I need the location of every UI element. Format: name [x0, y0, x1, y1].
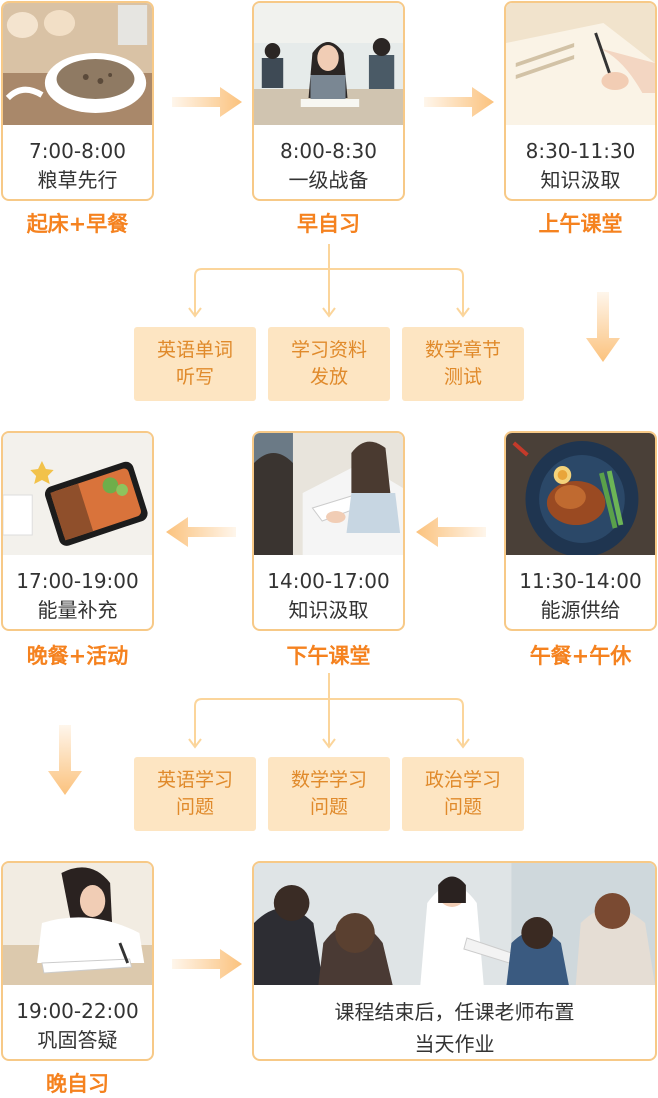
right-arrow-icon	[424, 87, 494, 117]
task-text: 问题	[309, 796, 348, 818]
activity-label: 起床+早餐	[26, 212, 129, 236]
activity-description: 粮草先行	[37, 168, 118, 192]
task-box: 政治学习 问题	[402, 757, 524, 831]
task-text: 学习资料	[290, 339, 367, 361]
time-range: 8:30-11:30	[525, 139, 636, 163]
activity-label: 晚自习	[46, 1072, 109, 1096]
task-text: 英语学习	[156, 769, 233, 791]
activity-description: 巩固答疑	[37, 1028, 118, 1052]
task-box: 英语学习 问题	[134, 757, 256, 831]
task-text: 测试	[443, 366, 482, 388]
right-arrow-icon	[172, 87, 242, 117]
task-text: 英语单词	[156, 339, 233, 361]
homework-summary-card: 课程结束后，任课老师布置 当天作业	[252, 861, 657, 1061]
down-arrow-icon	[48, 725, 82, 795]
left-arrow-icon	[416, 517, 486, 547]
schedule-card-morning-class: 8:30-11:30 知识汲取	[504, 1, 657, 201]
lunch-plate-photo	[506, 433, 655, 555]
time-range: 7:00-8:00	[28, 139, 127, 163]
activity-description: 知识汲取	[540, 168, 621, 192]
activity-label: 午餐+午休	[529, 644, 632, 668]
task-box: 英语单词 听写	[134, 327, 256, 401]
right-arrow-icon	[172, 949, 242, 979]
task-text: 听写	[175, 366, 214, 388]
activity-description: 能量补充	[37, 598, 118, 622]
task-box: 学习资料 发放	[268, 327, 390, 401]
time-range: 11:30-14:00	[519, 569, 642, 593]
evening-study-photo	[3, 863, 152, 985]
task-box: 数学章节 测试	[402, 327, 524, 401]
down-arrow-icon	[586, 292, 620, 362]
activity-label: 上午课堂	[538, 212, 623, 236]
students-studying-photo	[254, 433, 403, 555]
time-range: 8:00-8:30	[279, 139, 378, 163]
task-text: 数学章节	[424, 339, 501, 361]
schedule-card-lunch: 11:30-14:00 能源供给	[504, 431, 657, 631]
schedule-card-afternoon-class: 14:00-17:00 知识汲取	[252, 431, 405, 631]
time-range: 19:00-22:00	[16, 999, 139, 1023]
schedule-card-evening-self-study: 19:00-22:00 巩固答疑	[1, 861, 154, 1061]
schedule-card-dinner: 17:00-19:00 能量补充	[1, 431, 154, 631]
task-text: 问题	[175, 796, 214, 818]
activity-label: 下午课堂	[286, 644, 371, 668]
dinner-box-photo	[3, 433, 152, 555]
writing-notes-photo	[506, 3, 655, 125]
activity-label: 早自习	[297, 212, 360, 236]
classroom-study-photo	[254, 3, 403, 125]
task-text: 问题	[443, 796, 482, 818]
schedule-card-morning-self-study: 8:00-8:30 一级战备	[252, 1, 405, 201]
activity-description: 知识汲取	[288, 598, 369, 622]
note-line: 课程结束后，任课老师布置	[334, 1000, 575, 1024]
note-line: 当天作业	[414, 1032, 495, 1056]
breakfast-porridge-photo	[3, 3, 152, 125]
time-range: 14:00-17:00	[267, 569, 390, 593]
activity-description: 一级战备	[288, 168, 369, 192]
time-range: 17:00-19:00	[16, 569, 139, 593]
activity-description: 能源供给	[540, 598, 621, 622]
task-box: 数学学习 问题	[268, 757, 390, 831]
activity-label: 晚餐+活动	[26, 644, 129, 668]
task-text: 数学学习	[290, 769, 367, 791]
task-text: 发放	[309, 366, 348, 388]
teacher-with-students-photo	[254, 863, 655, 985]
task-text: 政治学习	[424, 769, 501, 791]
left-arrow-icon	[166, 517, 236, 547]
schedule-card-breakfast: 7:00-8:00 粮草先行	[1, 1, 154, 201]
homework-note: 课程结束后，任课老师布置 当天作业	[254, 996, 655, 1059]
